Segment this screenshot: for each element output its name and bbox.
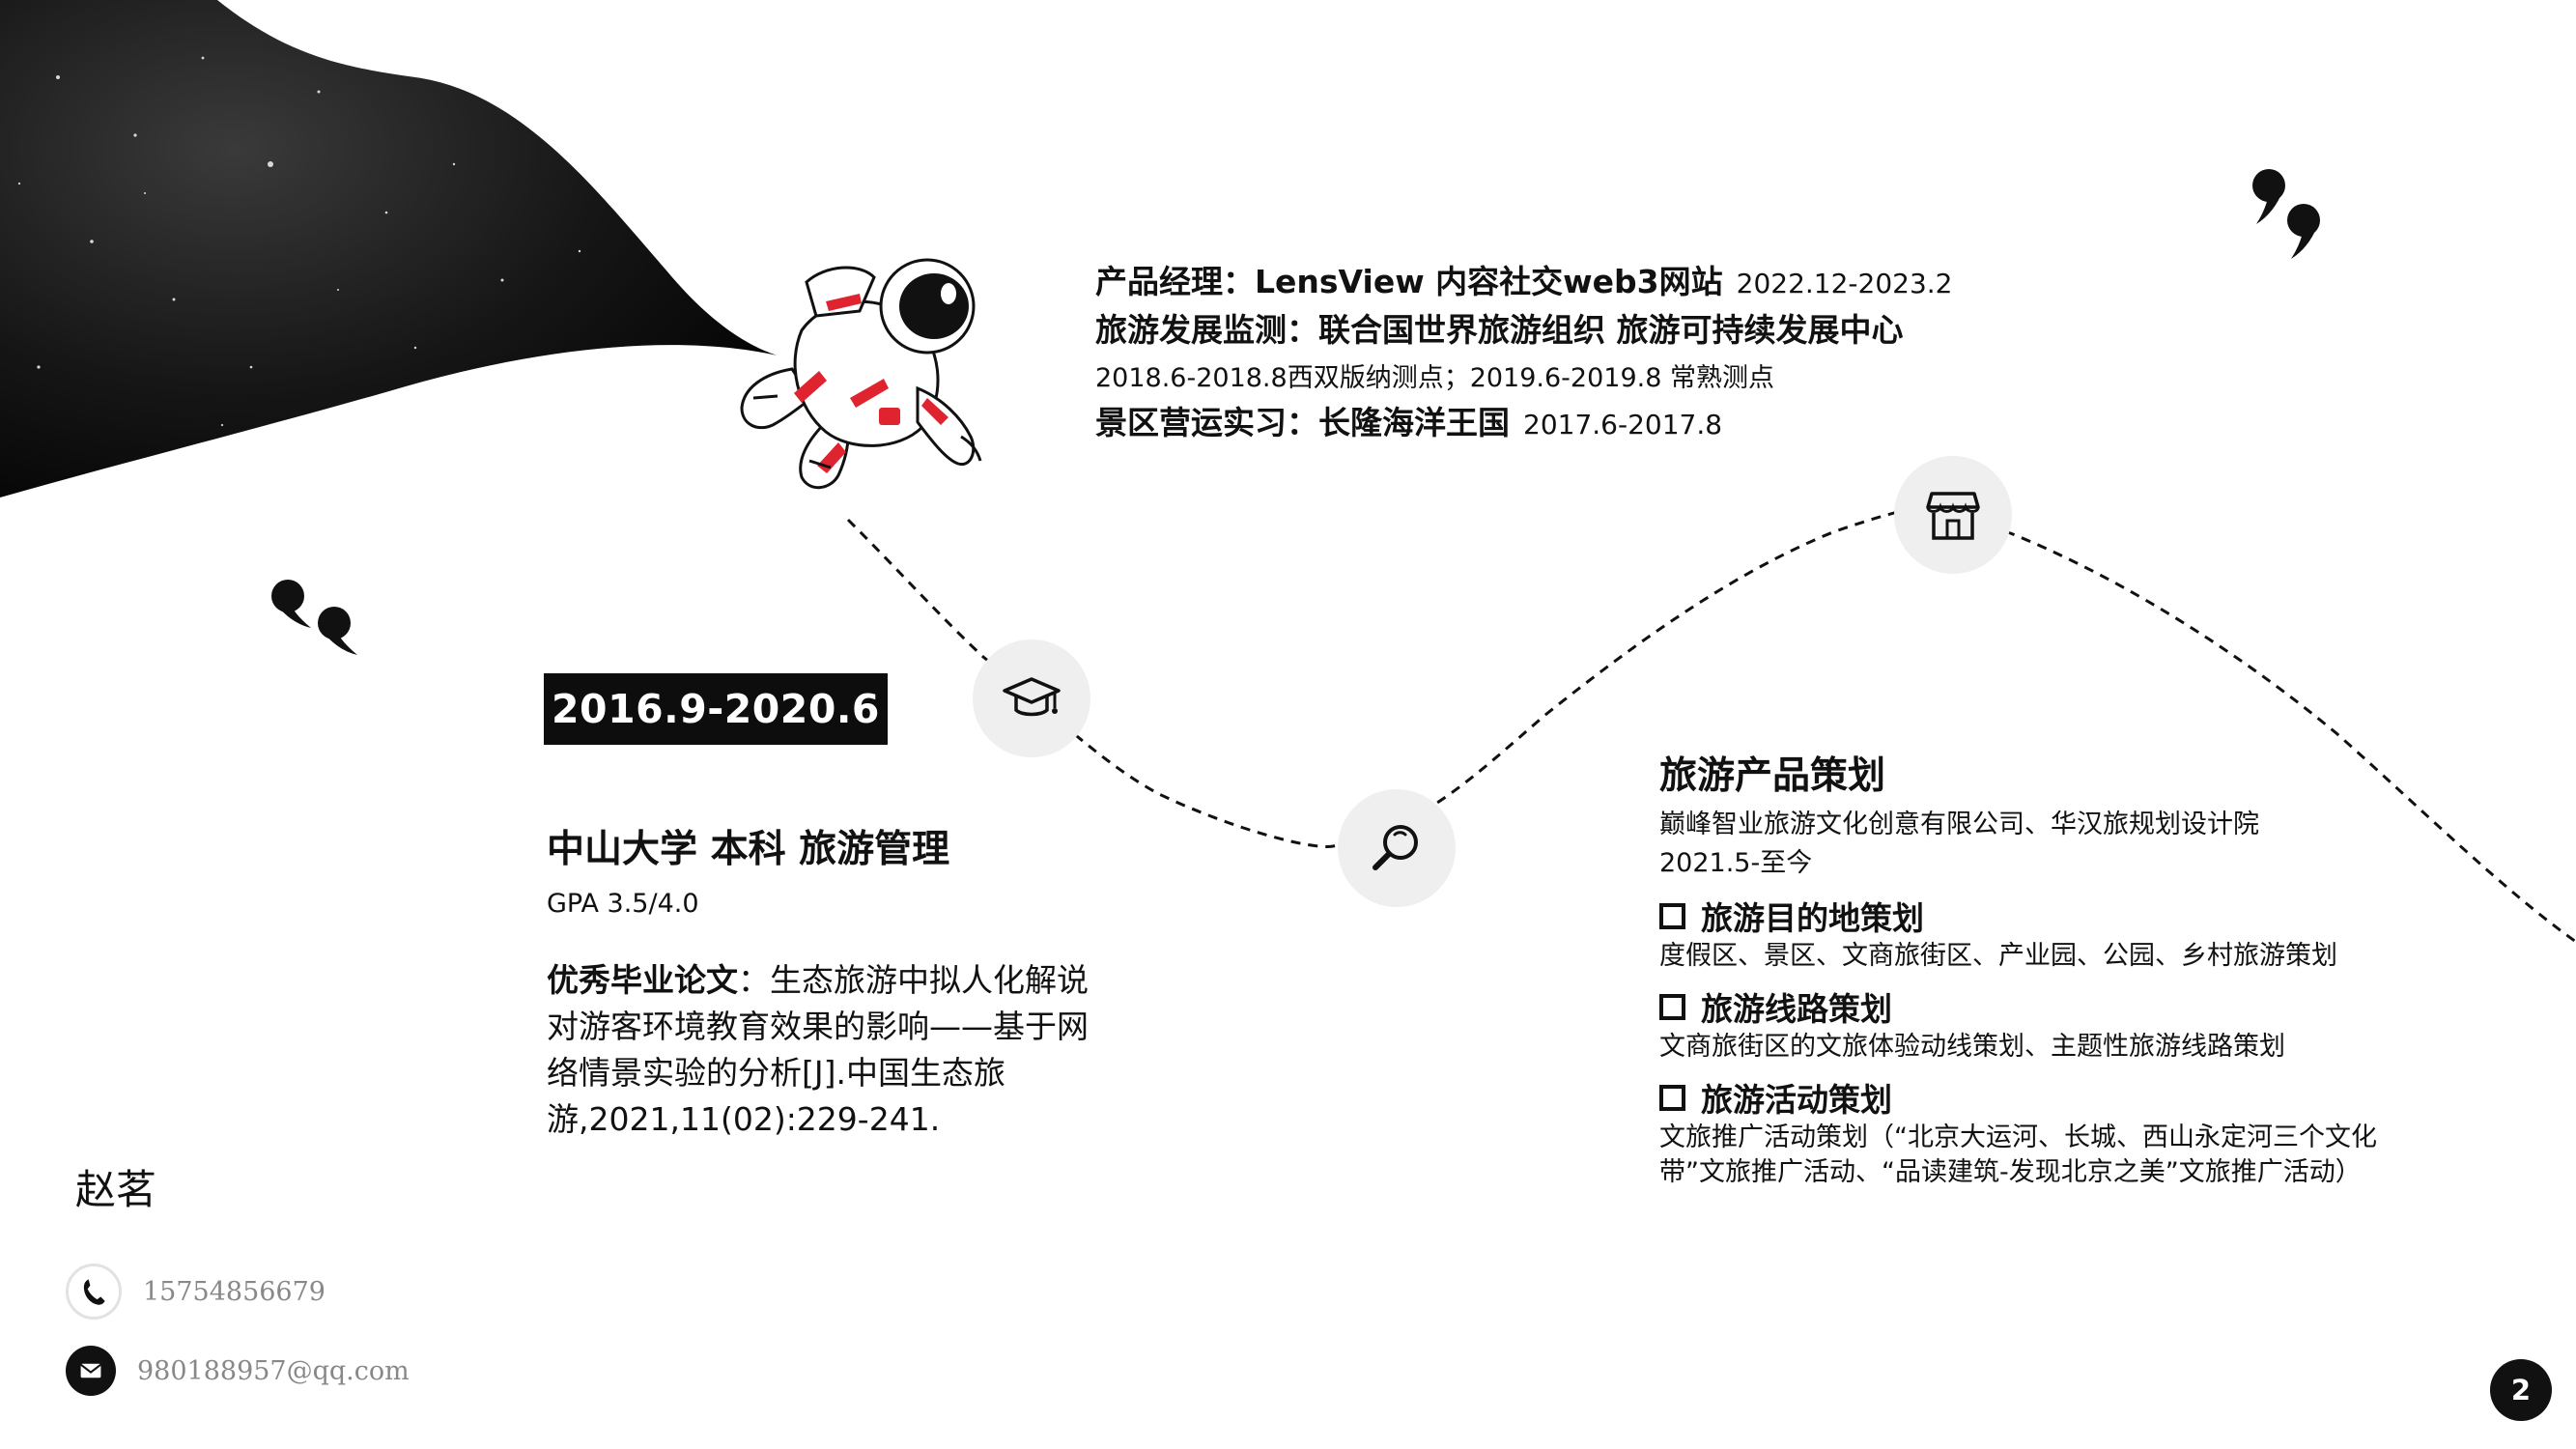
experience-date: 2017.6-2017.8 [1523, 409, 1723, 441]
education-gpa: GPA 3.5/4.0 [547, 889, 699, 919]
thesis-label: 优秀毕业论文 [547, 961, 738, 999]
project-company: 巅峰智业旅游文化创意有限公司、华汉旅规划设计院 [1659, 810, 2259, 839]
timeline-node-research [1338, 789, 1456, 907]
experience-date: 2022.12-2023.2 [1736, 268, 1953, 299]
phone-number[interactable]: 15754856679 [143, 1276, 326, 1307]
project-title: 旅游产品策划 [1659, 754, 1886, 798]
timeline-dashed-path [846, 506, 2576, 944]
project-item-title: 旅游目的地策划 [1659, 893, 2432, 939]
education-title: 中山大学 本科 旅游管理 [547, 828, 950, 871]
project-item-desc: 带”文旅推广活动、“品读建筑-发现北京之美”文旅推广活动） [1659, 1157, 2362, 1187]
magnifier-icon [1373, 825, 1418, 870]
page-number: 2 [2490, 1359, 2552, 1421]
phone-icon [66, 1264, 122, 1320]
envelope-icon [66, 1346, 116, 1396]
project-item-desc: 文旅推广活动策划（“北京大运河、长城、西山永定河三个文化 [1659, 1122, 2377, 1152]
email-address[interactable]: 980188957@qq.com [137, 1355, 410, 1386]
checkbox-icon [1659, 993, 1685, 1020]
experience-item-product-manager: 产品经理：LensView 内容社交web3网站 2022.12-2023.2 [1095, 263, 2254, 301]
graduation-cap-icon [1003, 677, 1061, 717]
project-date: 2021.5-至今 [1659, 848, 1813, 878]
quote-mark-right [2252, 169, 2320, 259]
phone-row: 15754856679 [66, 1264, 326, 1320]
education-date-badge: 2016.9-2020.6 [544, 673, 888, 745]
thesis-line: 对游客环境教育效果的影响——基于网 [547, 1008, 1089, 1045]
timeline-node-work [1894, 456, 2012, 574]
quote-mark-left [271, 580, 357, 655]
experience-title: 景区营运实习：长隆海洋王国 [1095, 404, 1510, 442]
storefront-icon [1926, 492, 1980, 540]
project-item-title: 旅游线路策划 [1659, 983, 2432, 1030]
email-row: 980188957@qq.com [66, 1346, 410, 1396]
experience-item-tourism-monitoring: 旅游发展监测：联合国世界旅游组织 旅游可持续发展中心 [1095, 311, 2254, 350]
thesis-paragraph: 优秀毕业论文：生态旅游中拟人化解说 对游客环境教育效果的影响——基于网 络情景实… [547, 957, 1126, 1143]
experience-block: 产品经理：LensView 内容社交web3网站 2022.12-2023.2 旅… [1095, 263, 2254, 442]
project-item-title: 旅游活动策划 [1659, 1074, 2432, 1121]
education-block: 中山大学 本科 旅游管理 GPA 3.5/4.0 优秀毕业论文：生态旅游中拟人化… [547, 819, 1146, 1143]
stars [17, 56, 581, 427]
thesis-line: 游,2021,11(02):229-241. [547, 1100, 941, 1138]
astronaut-illustration [740, 258, 982, 490]
thesis-line: ：生态旅游中拟人化解说 [738, 961, 1089, 999]
thesis-line: 络情景实验的分析[J].中国生态旅 [547, 1054, 1005, 1092]
experience-item-internship: 景区营运实习：长隆海洋王国 2017.6-2017.8 [1095, 404, 2254, 442]
checkbox-icon [1659, 1084, 1685, 1111]
checkbox-icon [1659, 902, 1685, 929]
galaxy-swoosh [0, 0, 778, 497]
experience-title: 产品经理：LensView 内容社交web3网站 [1095, 263, 1723, 300]
experience-subtext: 2018.6-2018.8西双版纳测点；2019.6-2019.8 常熟测点 [1095, 363, 1774, 394]
project-item-desc: 度假区、景区、文商旅街区、产业园、公园、乡村旅游策划 [1659, 941, 2337, 971]
project-item-desc: 文商旅街区的文旅体验动线策划、主题性旅游线路策划 [1659, 1032, 2285, 1062]
person-name: 赵茗 [75, 1166, 157, 1213]
timeline-node-education [973, 639, 1090, 757]
experience-title: 旅游发展监测：联合国世界旅游组织 旅游可持续发展中心 [1095, 310, 1904, 349]
project-block: 旅游产品策划 巅峰智业旅游文化创意有限公司、华汉旅规划设计院 2021.5-至今… [1659, 746, 2432, 1190]
